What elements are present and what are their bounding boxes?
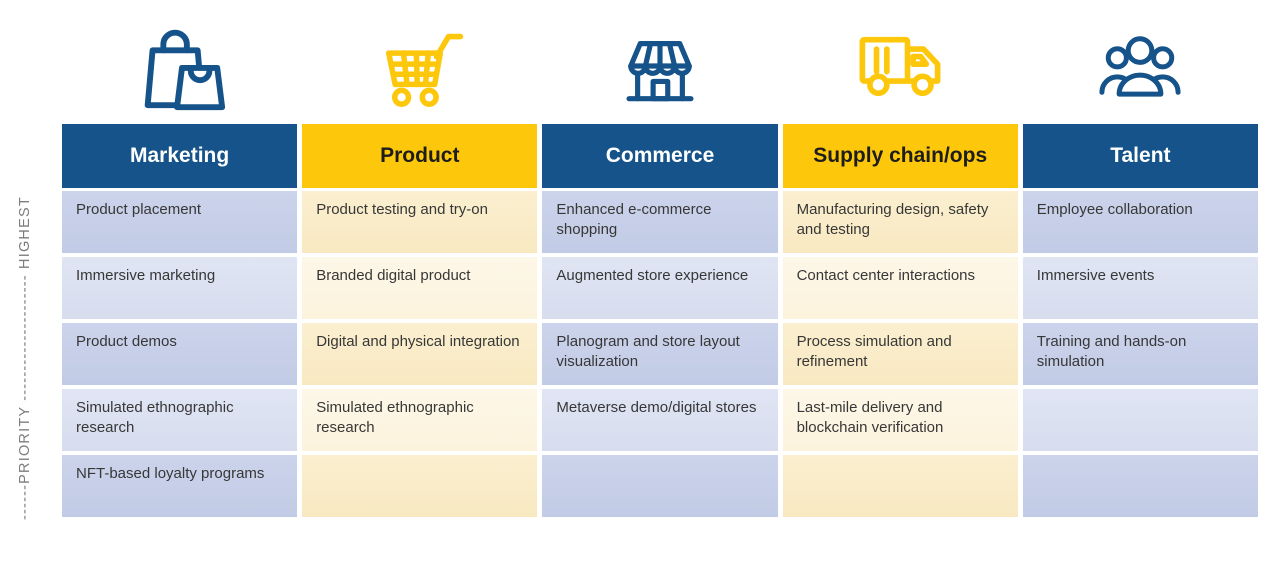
- column-product: Product Product testing and try-on Brand…: [302, 10, 538, 521]
- matrix-cell: Metaverse demo/digital stores: [542, 389, 778, 451]
- people-icon: [1023, 10, 1258, 122]
- matrix-cell: Immersive marketing: [62, 257, 298, 319]
- column-header-marketing: Marketing: [62, 124, 298, 188]
- column-marketing: Marketing Product placement Immersive ma…: [62, 10, 298, 521]
- matrix-cell: [1022, 389, 1258, 451]
- storefront-icon: [542, 10, 777, 122]
- column-header-supply-chain-ops: Supply chain/ops: [782, 124, 1018, 188]
- matrix-cell: NFT-based loyalty programs: [62, 455, 298, 517]
- column-commerce: Commerce Enhanced e-commerce shopping Au…: [542, 10, 778, 521]
- matrix-cell: [302, 455, 538, 517]
- matrix-cell: Digital and physical integration: [302, 323, 538, 385]
- matrix-cell: [1022, 455, 1258, 517]
- matrix-cell: Manufacturing design, safety and testing: [782, 191, 1018, 253]
- matrix-cell: Augmented store experience: [542, 257, 778, 319]
- matrix-cell: Last-mile delivery and blockchain verifi…: [782, 389, 1018, 451]
- column-header-product: Product: [302, 124, 538, 188]
- matrix-cell: Immersive events: [1022, 257, 1258, 319]
- matrix-cell: Product testing and try-on: [302, 191, 538, 253]
- matrix-cell: Process simulation and refinement: [782, 323, 1018, 385]
- delivery-truck-icon: [783, 10, 1018, 122]
- column-supply-chain-ops: Supply chain/ops Manufacturing design, s…: [782, 10, 1018, 521]
- shopping-cart-icon: [302, 10, 537, 122]
- matrix-cell: Simulated ethnographic research: [302, 389, 538, 451]
- matrix-cell: [542, 455, 778, 517]
- matrix-cell: Employee collaboration: [1022, 191, 1258, 253]
- matrix-cell: Training and hands-on simulation: [1022, 323, 1258, 385]
- priority-axis-label: ------PRIORITY --------------------- HIG…: [17, 196, 33, 520]
- matrix-cell: Product demos: [62, 323, 298, 385]
- matrix-cell: Enhanced e-commerce shopping: [542, 191, 778, 253]
- matrix-cell: Planogram and store layout visualization: [542, 323, 778, 385]
- matrix-cell: Product placement: [62, 191, 298, 253]
- column-talent: Talent Employee collaboration Immersive …: [1022, 10, 1258, 521]
- matrix-cell: Contact center interactions: [782, 257, 1018, 319]
- matrix-cell: Simulated ethnographic research: [62, 389, 298, 451]
- matrix-cell: Branded digital product: [302, 257, 538, 319]
- matrix-grid: Marketing Product placement Immersive ma…: [62, 10, 1258, 521]
- column-header-talent: Talent: [1022, 124, 1258, 188]
- shopping-bags-icon: [62, 10, 297, 122]
- matrix-cell: [782, 455, 1018, 517]
- column-header-commerce: Commerce: [542, 124, 778, 188]
